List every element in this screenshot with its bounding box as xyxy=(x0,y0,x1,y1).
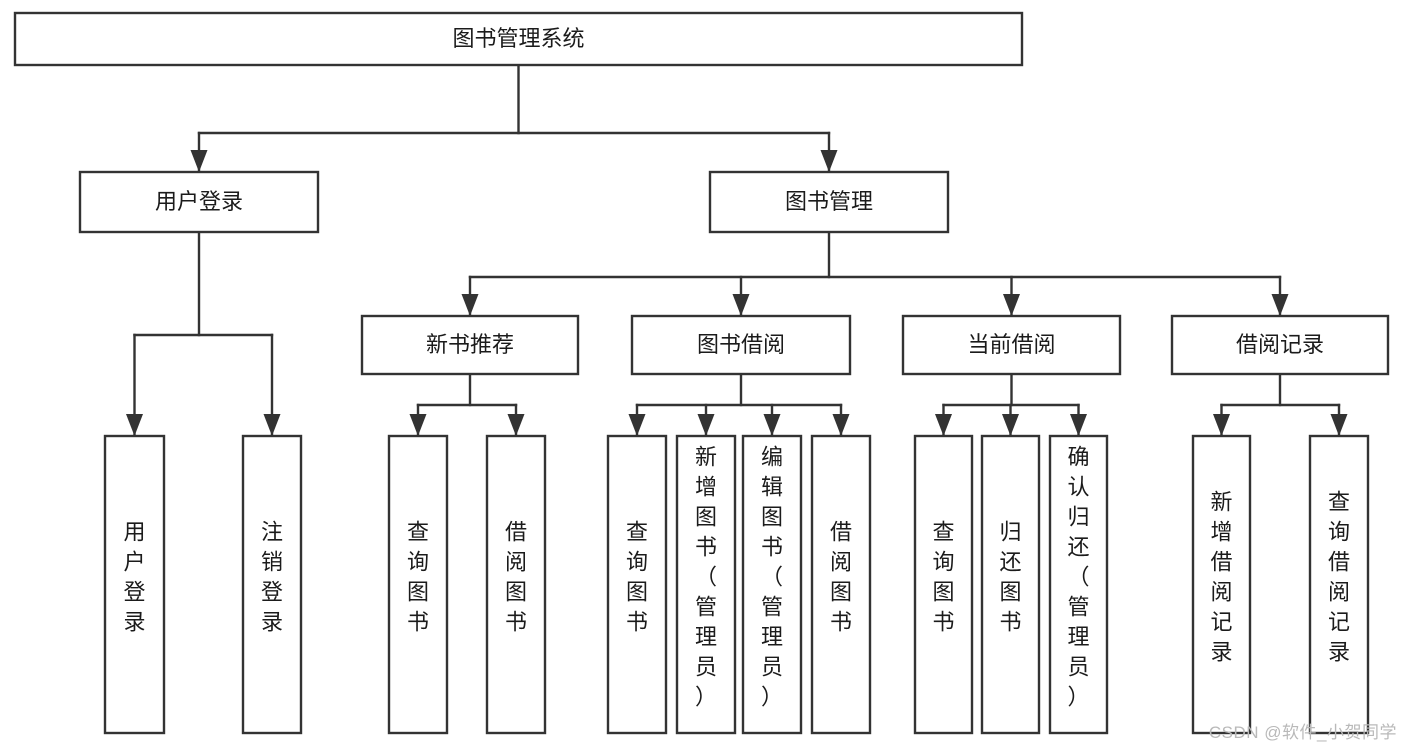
node-leaf-br-add[interactable]: 新增借阅记录 xyxy=(1191,434,1252,735)
node-leaf-cb-confirm[interactable]: 确认归还（管理员） xyxy=(1048,434,1109,735)
node-box xyxy=(78,170,320,234)
arrow-head-icon xyxy=(409,414,427,436)
node-current-borrow[interactable]: 当前借阅 xyxy=(901,314,1122,376)
node-leaf-cb-query[interactable]: 查询图书 xyxy=(913,434,974,735)
node-label: 编辑图书（管理员） xyxy=(761,445,783,710)
connector-layer xyxy=(126,63,1348,438)
node-leaf-bb-borrow[interactable]: 借阅图书 xyxy=(810,434,872,735)
node-label: 用户登录 xyxy=(123,520,145,635)
node-label: 用户登录 xyxy=(155,189,243,214)
node-box xyxy=(103,434,166,735)
node-box xyxy=(630,314,852,376)
node-label: 新增借阅记录 xyxy=(1210,490,1232,665)
arrow-head-icon xyxy=(263,414,281,436)
node-box xyxy=(980,434,1041,735)
node-box xyxy=(901,314,1122,376)
node-label: 查询图书 xyxy=(932,520,954,635)
node-user-login[interactable]: 用户登录 xyxy=(78,170,320,234)
node-label: 新书推荐 xyxy=(426,332,514,357)
node-label: 图书借阅 xyxy=(697,332,785,357)
node-label: 确认归还（管理员） xyxy=(1067,445,1089,710)
node-label: 图书管理 xyxy=(785,189,873,214)
node-label: 借阅记录 xyxy=(1236,332,1324,357)
arrow-head-icon xyxy=(1002,414,1019,436)
node-box xyxy=(741,434,803,735)
node-leaf-rec-borrow[interactable]: 借阅图书 xyxy=(485,434,547,735)
arrow-head-icon xyxy=(732,294,750,316)
arrow-head-icon xyxy=(697,414,715,436)
arrow-head-icon xyxy=(820,150,838,172)
node-label: 图书管理系统 xyxy=(452,26,584,51)
node-box xyxy=(606,434,668,735)
node-label: 查询借阅记录 xyxy=(1328,490,1350,665)
node-box xyxy=(1170,314,1390,376)
node-label: 查询图书 xyxy=(626,520,648,635)
node-box xyxy=(387,434,449,735)
arrow-head-icon xyxy=(126,414,143,436)
arrow-head-icon xyxy=(1213,414,1230,436)
arrow-head-icon xyxy=(832,414,850,436)
node-book-manage[interactable]: 图书管理 xyxy=(708,170,950,234)
node-leaf-bb-query[interactable]: 查询图书 xyxy=(606,434,668,735)
watermark-text: CSDN @软件_小贺同学 xyxy=(1208,723,1397,742)
node-label: 注销登录 xyxy=(261,520,283,635)
node-box xyxy=(675,434,737,735)
node-box xyxy=(13,11,1024,67)
node-box xyxy=(1191,434,1252,735)
node-leaf-br-query[interactable]: 查询借阅记录 xyxy=(1308,434,1370,735)
node-label: 归还图书 xyxy=(999,520,1021,635)
arrow-head-icon xyxy=(935,414,952,436)
node-root[interactable]: 图书管理系统 xyxy=(13,11,1024,67)
node-box xyxy=(241,434,303,735)
node-box xyxy=(913,434,974,735)
arrow-head-icon xyxy=(461,294,479,316)
arrow-head-icon xyxy=(1271,294,1289,316)
node-leaf-bb-edit[interactable]: 编辑图书（管理员） xyxy=(741,434,803,735)
node-label: 借阅图书 xyxy=(830,520,852,635)
node-box xyxy=(485,434,547,735)
node-box xyxy=(1308,434,1370,735)
node-label: 当前借阅 xyxy=(967,332,1055,357)
node-label: 借阅图书 xyxy=(505,520,527,635)
arrow-head-icon xyxy=(507,414,525,436)
arrow-head-icon xyxy=(190,150,208,172)
node-label: 新增图书（管理员） xyxy=(695,445,717,710)
node-box xyxy=(360,314,580,376)
node-box xyxy=(810,434,872,735)
node-leaf-user-login[interactable]: 用户登录 xyxy=(103,434,166,735)
arrow-head-icon xyxy=(628,414,646,436)
node-leaf-user-logout[interactable]: 注销登录 xyxy=(241,434,303,735)
node-borrow-record[interactable]: 借阅记录 xyxy=(1170,314,1390,376)
node-box xyxy=(708,170,950,234)
node-label: 查询图书 xyxy=(407,520,429,635)
node-leaf-cb-return[interactable]: 归还图书 xyxy=(980,434,1041,735)
node-leaf-bb-add[interactable]: 新增图书（管理员） xyxy=(675,434,737,735)
arrow-head-icon xyxy=(1070,414,1087,436)
arrow-head-icon xyxy=(763,414,781,436)
node-new-book-rec[interactable]: 新书推荐 xyxy=(360,314,580,376)
node-book-borrow[interactable]: 图书借阅 xyxy=(630,314,852,376)
node-box xyxy=(1048,434,1109,735)
node-leaf-rec-query[interactable]: 查询图书 xyxy=(387,434,449,735)
arrow-head-icon xyxy=(1003,294,1020,316)
node-layer: 图书管理系统用户登录图书管理新书推荐图书借阅当前借阅借阅记录用户登录注销登录查询… xyxy=(13,11,1390,735)
arrow-head-icon xyxy=(1330,414,1348,436)
